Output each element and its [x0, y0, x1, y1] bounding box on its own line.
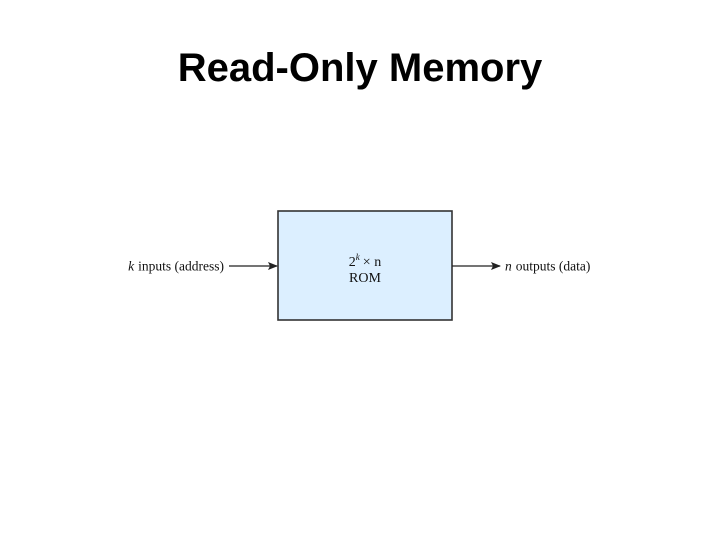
rom-label: ROM	[349, 271, 381, 286]
output-label: n outputs (data)	[505, 259, 590, 274]
output-text: outputs (data)	[516, 259, 591, 274]
rom-size-base: 2	[349, 255, 356, 270]
rom-size-exponent: k	[356, 252, 361, 262]
rom-size-times-n: × n	[363, 255, 381, 270]
slide-title: Read-Only Memory	[177, 46, 543, 90]
output-var: n	[505, 259, 512, 274]
rom-size-label: 2k× n	[349, 252, 381, 270]
rom-block	[277, 210, 453, 321]
input-var: k	[128, 259, 135, 274]
input-text: inputs (address)	[138, 259, 224, 274]
